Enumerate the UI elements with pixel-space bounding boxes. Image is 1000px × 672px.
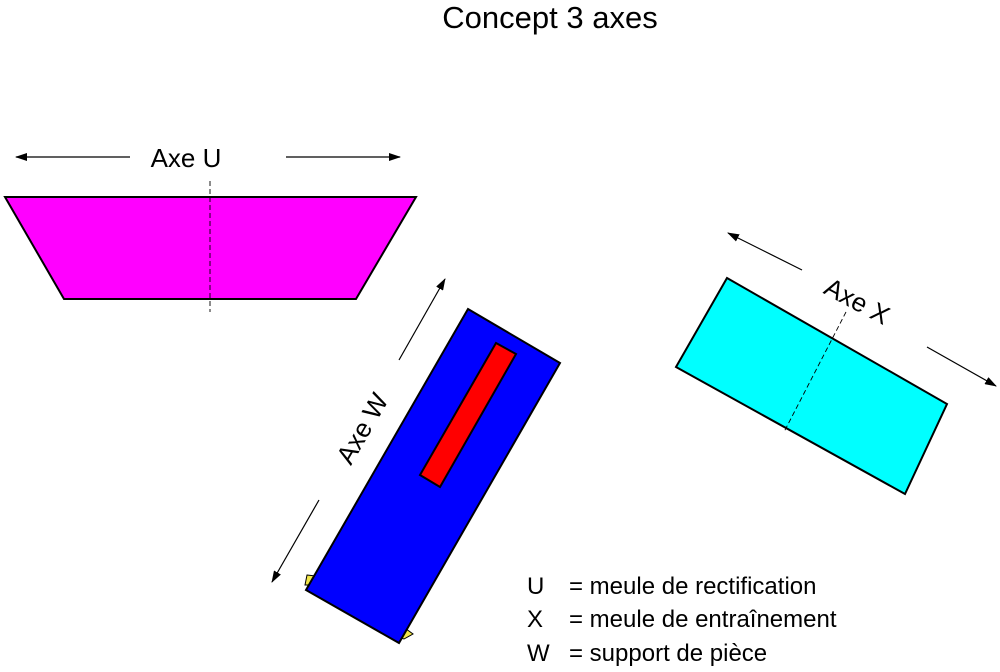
legend-key-w: W: [527, 640, 550, 667]
grinding-wheel-u: [3, 181, 418, 312]
regulating-wheel-centerline: [783, 311, 847, 433]
legend-item-w: W = support de pièce: [527, 640, 767, 667]
axis-w-arrow-up: [398, 278, 446, 361]
axis-x-arrow-down: [926, 346, 997, 387]
axis-u-label: Axe U: [151, 143, 222, 173]
axis-w-arrow-down: [271, 499, 320, 583]
legend-key-x: X: [527, 606, 543, 633]
legend-desc-w: = support de pièce: [569, 640, 767, 667]
axis-x-label: Axe X: [820, 272, 895, 331]
grinding-wheel-shape: [3, 196, 418, 300]
workpiece-shape: [418, 341, 518, 489]
axis-x-arrow-up: [727, 232, 803, 271]
regulating-wheel-x: [674, 276, 949, 496]
legend: U = meule de rectification X = meule de …: [527, 573, 837, 667]
regulating-wheel-shape: [674, 276, 949, 496]
legend-desc-x: = meule de entraînement: [569, 606, 837, 633]
legend-item-x: X = meule de entraînement: [527, 606, 837, 633]
axis-u: Axe U: [15, 143, 401, 173]
legend-item-u: U = meule de rectification: [527, 573, 816, 600]
legend-key-u: U: [527, 573, 544, 600]
legend-desc-u: = meule de rectification: [569, 573, 816, 600]
diagram-title: Concept 3 axes: [442, 0, 657, 35]
work-support-w: [304, 307, 562, 645]
